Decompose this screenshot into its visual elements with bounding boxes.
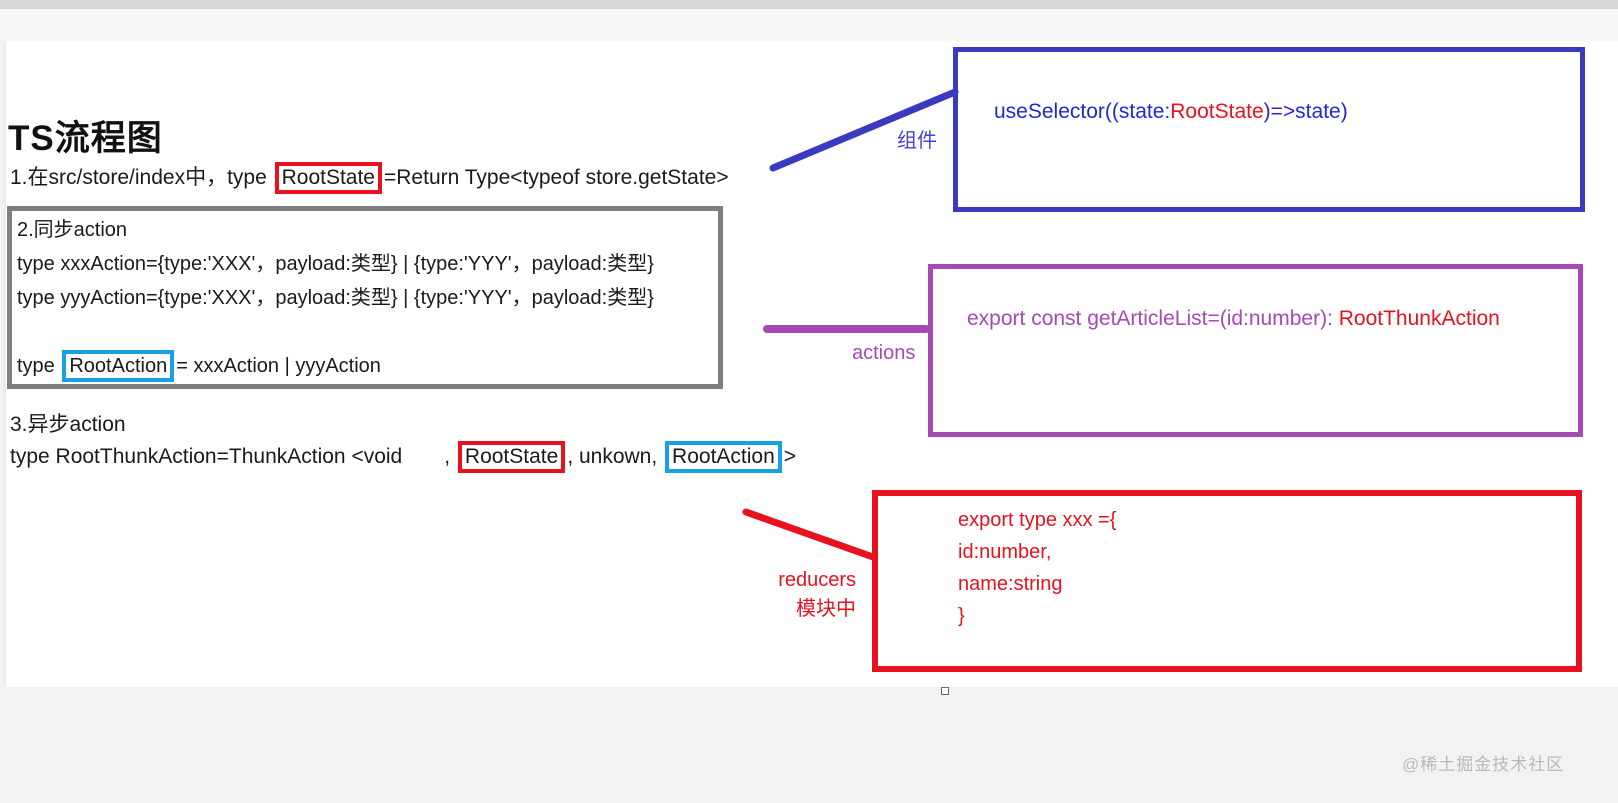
useselector-prefix: useSelector((state: — [994, 100, 1171, 123]
xxx-action-line: type xxxAction={type:'XXX'，payload:类型} |… — [17, 253, 654, 275]
useselector-code: useSelector((state:RootState)=>state) — [994, 100, 1348, 124]
getarticlelist-prefix: export const getArticleList=(id:number): — [967, 307, 1339, 330]
sync-action-box: 2.同步action type xxxAction={type:'XXX'，pa… — [7, 206, 723, 389]
reducers-label: reducers 模块中 — [700, 566, 856, 624]
rootaction-cyan-highlight: RootAction — [62, 350, 175, 382]
useselector-rootstate: RootState — [1170, 100, 1264, 123]
export-type-line-2: id:number, — [958, 541, 1052, 563]
export-type-line-1: export type xxx ={ — [958, 509, 1117, 531]
reducers-code-box: export type xxx ={ id:number, name:strin… — [872, 490, 1582, 672]
rootstate-red-highlight-2: RootState — [457, 441, 566, 473]
rootstate-red-highlight: RootState — [274, 162, 382, 194]
getarticlelist-thunkaction: RootThunkAction — [1338, 307, 1500, 330]
blank-line — [17, 315, 718, 349]
root-action-line: type RootAction= xxxAction | yyyAction — [17, 349, 718, 383]
thunk-action-line: type RootThunkAction=ThunkAction <void , … — [10, 441, 796, 473]
reducers-label-line1: reducers — [778, 569, 856, 591]
thunk-mid: , unkown, — [567, 445, 664, 468]
step1-line: 1.在src/store/index中，type RootState=Retur… — [10, 161, 729, 194]
window-top-strip — [0, 0, 1618, 9]
component-code-box: useSelector((state:RootState)=>state) — [953, 47, 1585, 212]
reducers-label-line2: 模块中 — [796, 598, 856, 620]
export-type-code: export type xxx ={ id:number, name:strin… — [958, 504, 1116, 632]
root-action-prefix: type — [17, 355, 61, 377]
toolbar-strip — [0, 9, 1618, 41]
thunk-comma: , — [444, 445, 456, 468]
step1-text-suffix: =Return Type<typeof store.getState> — [384, 166, 729, 189]
getarticlelist-code: export const getArticleList=(id:number):… — [967, 307, 1500, 331]
useselector-suffix: )=>state) — [1263, 100, 1348, 123]
rootaction-cyan-highlight-2: RootAction — [665, 441, 782, 473]
thunk-prefix: type RootThunkAction=ThunkAction <void — [10, 445, 403, 468]
canvas-resize-handle[interactable] — [941, 687, 949, 695]
step3-heading: 3.异步action — [10, 413, 126, 436]
page-title: TS流程图 — [8, 119, 163, 158]
export-type-line-4: } — [958, 605, 965, 627]
root-action-suffix: = xxxAction | yyyAction — [176, 355, 381, 377]
watermark: @稀土掘金技术社区 — [1402, 755, 1565, 774]
step2-heading: 2.同步action — [17, 219, 128, 241]
export-type-line-3: name:string — [958, 573, 1063, 595]
actions-code-box: export const getArticleList=(id:number):… — [928, 264, 1583, 437]
yyy-action-line: type yyyAction={type:'XXX'，payload:类型} |… — [17, 287, 654, 309]
component-label: 组件 — [897, 130, 937, 152]
step1-text-prefix: 1.在src/store/index中，type — [10, 166, 273, 189]
thunk-suffix: > — [783, 445, 797, 468]
actions-label: actions — [852, 342, 916, 364]
